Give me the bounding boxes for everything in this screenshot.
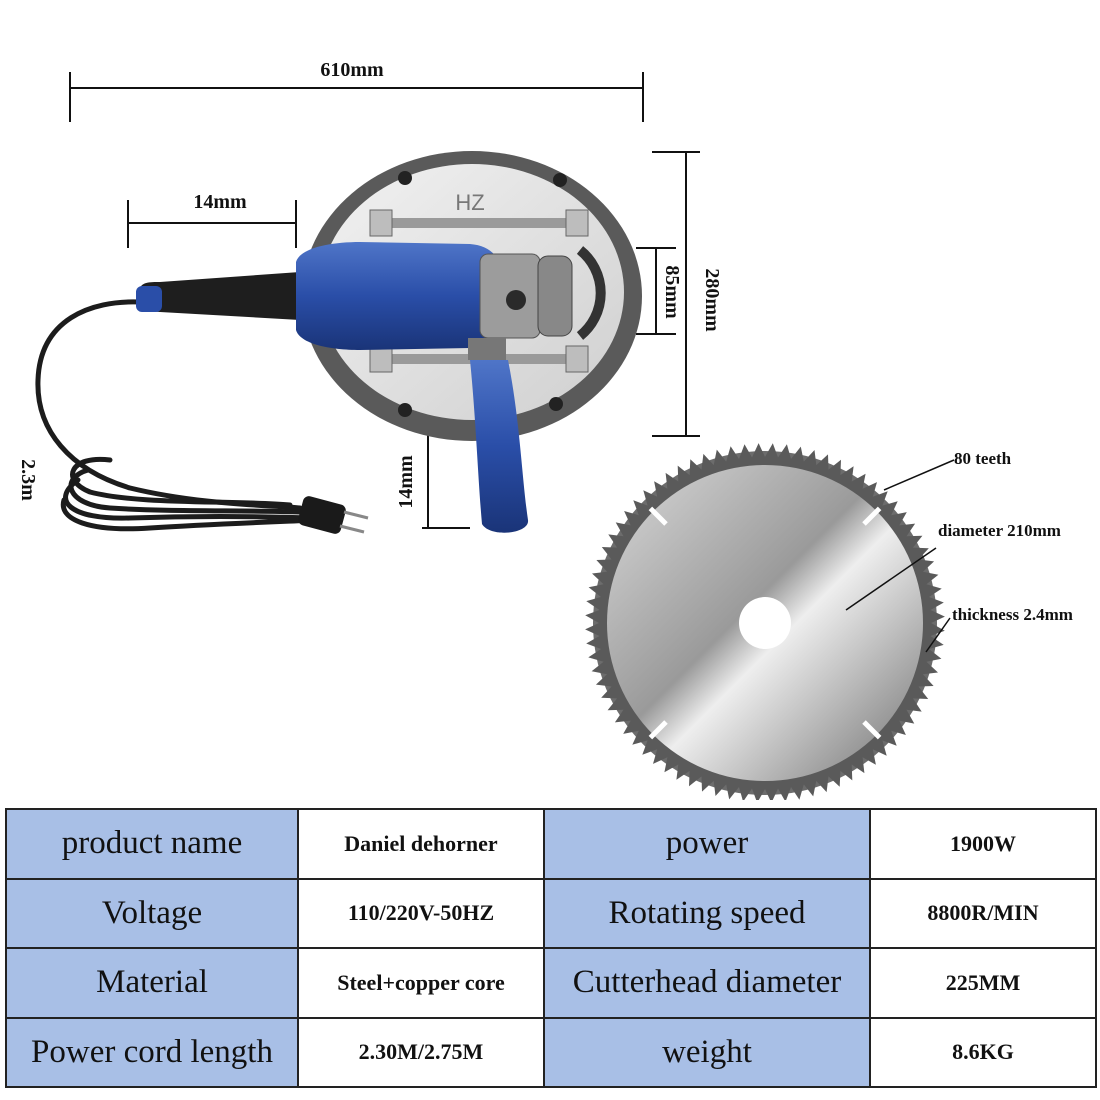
head-height-dimension: 280mm xyxy=(652,151,723,437)
spec-key: weight xyxy=(543,1016,871,1088)
spec-key: Voltage xyxy=(5,877,299,949)
spec-value: Steel+copper core xyxy=(297,947,545,1019)
handle-length-dimension: 14mm xyxy=(127,191,297,248)
spec-key: product name xyxy=(5,808,299,880)
power-cord xyxy=(35,299,321,532)
spec-value: 8800R/MIN xyxy=(869,877,1097,949)
blade-slot xyxy=(648,506,668,526)
saw-blade xyxy=(585,443,945,800)
head-height-label: 280mm xyxy=(701,268,723,332)
blade-window-label: 85mm xyxy=(661,265,683,319)
table-row: Material Steel+copper core Cutterhead di… xyxy=(5,947,1097,1019)
blade-slot xyxy=(862,720,882,740)
blade-diameter-label: diameter 210mm xyxy=(938,521,1061,540)
table-row: Voltage 110/220V-50HZ Rotating speed 880… xyxy=(5,877,1097,949)
plug-icon xyxy=(298,496,369,534)
overall-length-label: 610mm xyxy=(320,59,384,81)
cord-length-label: 2.3m xyxy=(17,459,39,501)
overall-length-dimension: 610mm xyxy=(69,59,644,122)
table-row: Power cord length 2.30M/2.75M weight 8.6… xyxy=(5,1016,1097,1088)
side-handle-label: 14mm xyxy=(395,455,417,509)
teeth-count-label: 80 teeth xyxy=(954,449,1012,468)
blade-slot xyxy=(648,720,668,740)
side-handle xyxy=(468,338,529,533)
spec-key: Rotating speed xyxy=(543,877,871,949)
tool-brand-mark: HZ xyxy=(455,190,484,215)
spec-value: 225MM xyxy=(869,947,1097,1019)
grinder-body xyxy=(136,242,573,350)
blade-window-dimension: 85mm xyxy=(636,247,683,335)
blade-callouts: 80 teeth diameter 210mm thickness 2.4mm xyxy=(845,449,1073,653)
table-row: product name Daniel dehorner power 1900W xyxy=(5,808,1097,880)
spec-key: Material xyxy=(5,947,299,1019)
spec-value: 8.6KG xyxy=(869,1016,1097,1088)
handle-length-label: 14mm xyxy=(193,191,247,213)
blade-slot xyxy=(862,506,882,526)
blade-thickness-label: thickness 2.4mm xyxy=(952,605,1073,624)
spec-key: Power cord length xyxy=(5,1016,299,1088)
product-illustration: 610mm 14mm 280mm 85mm 14mm 2.3m xyxy=(17,59,1073,800)
spec-key: power xyxy=(543,808,871,880)
spec-value: 110/220V-50HZ xyxy=(297,877,545,949)
spec-key: Cutterhead diameter xyxy=(543,947,871,1019)
spec-value: 1900W xyxy=(869,808,1097,880)
spec-value: 2.30M/2.75M xyxy=(297,1016,545,1088)
spec-table: product name Daniel dehorner power 1900W… xyxy=(5,808,1097,1088)
spec-value: Daniel dehorner xyxy=(297,808,545,880)
